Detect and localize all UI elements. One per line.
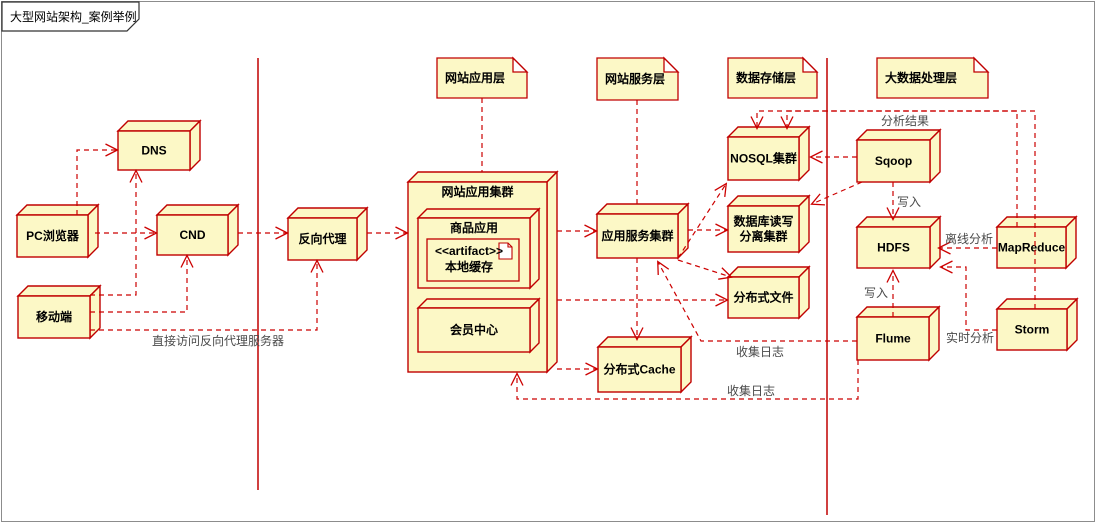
node-cnd-top-face <box>155 204 240 216</box>
node-member-center-top-face <box>416 298 541 309</box>
edge-appservicecluster-to-nosql[interactable] <box>677 182 728 259</box>
node-mapreduce-label: MapReduce <box>998 241 1066 255</box>
node-member-center-side-face <box>529 297 540 354</box>
node-hdfs-top-face <box>855 216 942 228</box>
node-sqoop-top-face <box>855 129 942 141</box>
node-nosql-cluster[interactable] <box>727 136 800 181</box>
edge-flume-to-appservicecluster[interactable] <box>657 260 857 342</box>
edge-label-offline-analysis: 离线分析 <box>945 231 993 246</box>
edge-label-write-flume: 写入 <box>864 286 888 300</box>
node-distributed-cache-top-face <box>596 336 693 348</box>
node-nosql-cluster-top-face <box>726 126 811 138</box>
node-pc-browser-label: PC浏览器 <box>26 228 80 243</box>
note-data-storage-layer-label: 数据存储层 <box>736 70 796 85</box>
node-web-app-cluster-top-face <box>406 171 559 183</box>
node-member-center-label: 会员中心 <box>450 322 498 337</box>
node-distributed-file-side-face <box>798 265 810 320</box>
node-db-rw-cluster-top-face <box>726 195 811 207</box>
node-cnd-label: CND <box>180 228 206 242</box>
edge-mobile-to-dns[interactable] <box>90 169 143 296</box>
edge-storm-to-nosql[interactable] <box>780 110 1036 309</box>
node-nosql-cluster-label: NOSQL集群 <box>730 151 797 166</box>
node-dns-top-face <box>116 120 202 132</box>
node-flume-label: Flume <box>875 332 911 346</box>
node-distributed-cache-side-face <box>680 335 692 394</box>
artifact-local-cache-label: 本地缓存 <box>445 259 493 274</box>
artifact-local-cache-label: <<artifact>> <box>435 244 503 258</box>
node-pc-browser-top-face <box>15 204 100 216</box>
artifact-document-icon-fold <box>507 243 512 248</box>
edge-flume-to-webappcluster[interactable] <box>510 360 859 400</box>
note-bigdata-layer-fold-icon <box>973 56 990 73</box>
node-hdfs[interactable] <box>856 226 931 269</box>
node-distributed-file[interactable] <box>727 276 800 319</box>
node-sqoop-side-face <box>929 128 941 184</box>
node-product-app-top-face <box>416 208 541 219</box>
node-mapreduce[interactable] <box>996 226 1067 269</box>
node-mobile-label: 移动端 <box>36 309 72 324</box>
edge-pcbrowser-to-dns[interactable] <box>76 143 119 215</box>
note-bigdata-layer-label: 大数据处理层 <box>885 70 957 85</box>
node-distributed-file-label: 分布式文件 <box>733 290 793 305</box>
diagram-title-tab <box>1 1 140 32</box>
node-nosql-cluster-side-face <box>798 125 810 182</box>
edge-label-write-sqoop: 写入 <box>897 195 921 209</box>
node-db-rw-cluster-side-face <box>798 194 810 254</box>
node-mapreduce-top-face <box>995 216 1078 228</box>
edge-sqoop-to-dbrw[interactable] <box>810 181 863 206</box>
edge-appservicecluster-to-dfile[interactable] <box>677 259 733 280</box>
node-distributed-cache-label: 分布式Cache <box>603 362 675 377</box>
node-app-service-cluster-top-face <box>595 203 690 215</box>
node-distributed-cache[interactable] <box>597 346 682 393</box>
node-storm-side-face <box>1066 297 1078 352</box>
node-member-center[interactable] <box>417 307 531 353</box>
node-sqoop-label: Sqoop <box>875 154 912 168</box>
node-flume-top-face <box>855 306 941 318</box>
node-mobile-top-face <box>16 285 102 297</box>
node-hdfs-label: HDFS <box>877 241 910 255</box>
edge-mobile-to-reverseproxy[interactable] <box>90 259 324 331</box>
node-mobile[interactable] <box>17 295 91 339</box>
note-web-app-layer[interactable] <box>436 57 528 99</box>
note-web-service-layer-fold-icon <box>663 56 680 73</box>
note-data-storage-layer-fold-icon <box>802 56 819 73</box>
node-mapreduce-side-face <box>1065 215 1077 270</box>
note-web-service-layer-label: 网站服务层 <box>605 71 665 86</box>
node-web-app-cluster-side-face <box>546 170 558 374</box>
node-sqoop[interactable] <box>856 139 931 183</box>
node-pc-browser[interactable] <box>16 214 89 258</box>
node-dns[interactable] <box>117 130 191 171</box>
edge-label-collect-logs-1: 收集日志 <box>736 344 784 359</box>
node-distributed-file-top-face <box>726 266 811 278</box>
node-storm[interactable] <box>996 308 1068 351</box>
node-dns-label: DNS <box>141 144 166 158</box>
note-web-service-layer[interactable] <box>596 57 679 101</box>
node-flume-side-face <box>928 305 940 362</box>
edge-label-realtime-analysis: 实时分析 <box>946 330 994 345</box>
node-hdfs-side-face <box>929 215 941 270</box>
node-web-app-cluster-label: 网站应用集群 <box>441 184 513 199</box>
edge-label-collect-logs-2: 收集日志 <box>727 383 775 398</box>
node-storm-label: Storm <box>1015 323 1050 337</box>
node-db-rw-cluster-label: 数据库读写 <box>733 214 793 229</box>
note-bigdata-layer[interactable] <box>876 57 989 99</box>
note-data-storage-layer[interactable] <box>727 57 818 99</box>
note-web-app-layer-label: 网站应用层 <box>445 70 505 85</box>
node-reverse-proxy-side-face <box>356 206 368 262</box>
node-storm-top-face <box>995 298 1079 310</box>
node-reverse-proxy-top-face <box>286 207 369 219</box>
node-product-app-label: 商品应用 <box>450 220 498 235</box>
note-web-app-layer-fold-icon <box>512 56 529 73</box>
node-db-rw-cluster-label: 分离集群 <box>739 229 787 244</box>
node-pc-browser-side-face <box>87 203 99 259</box>
node-product-app-side-face <box>529 207 540 290</box>
diagram-title: 大型网站架构_案例举例 <box>10 9 137 24</box>
edge-label-analysis-result: 分析结果 <box>881 114 929 128</box>
node-flume[interactable] <box>856 316 930 361</box>
node-reverse-proxy-label: 反向代理 <box>298 231 346 246</box>
node-db-rw-cluster[interactable] <box>727 205 800 253</box>
node-app-service-cluster-label: 应用服务集群 <box>601 228 673 243</box>
edge-label-direct-access: 直接访问反向代理服务器 <box>152 333 284 348</box>
